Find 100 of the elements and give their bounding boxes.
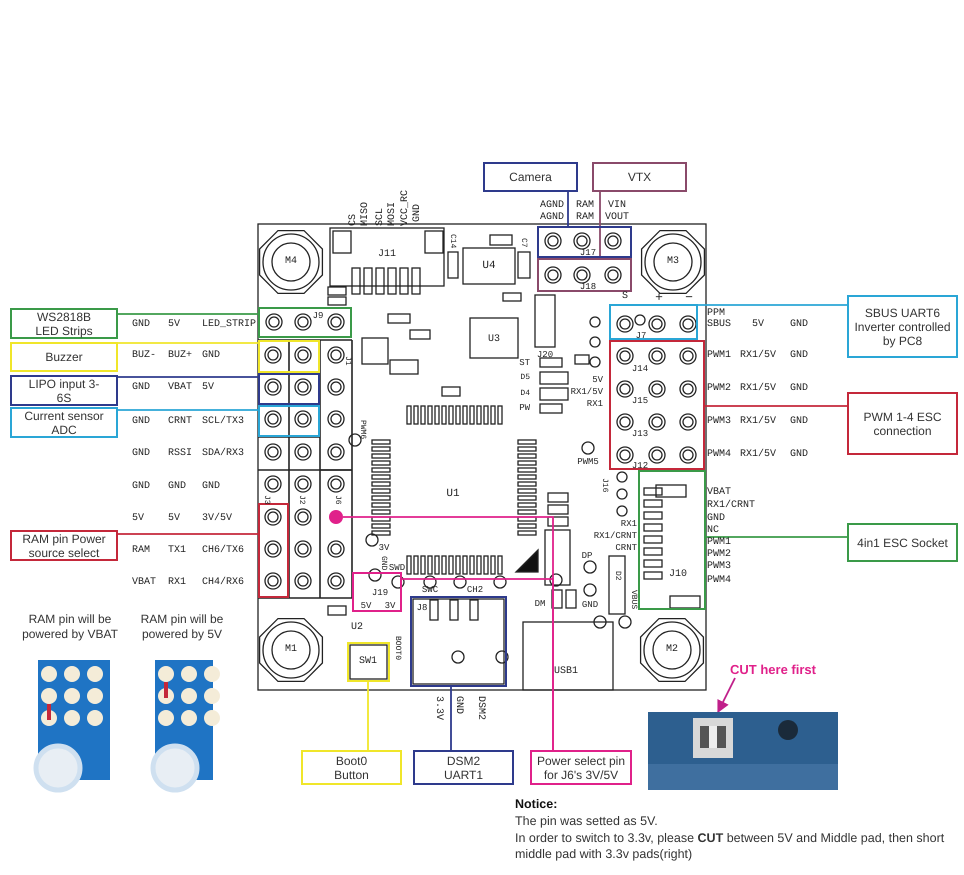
pin-label: SCL/TX3 bbox=[202, 417, 244, 427]
silkscreen-label: U1 bbox=[446, 488, 460, 500]
pin-label: GND bbox=[790, 417, 808, 427]
highlight-outline bbox=[609, 340, 705, 470]
pin-label: PWM2 bbox=[707, 384, 732, 394]
pin-label: RAM bbox=[132, 546, 150, 556]
leader-line bbox=[706, 536, 847, 538]
silkscreen-label: M3 bbox=[667, 257, 679, 267]
silkscreen-label: RX1 bbox=[620, 520, 637, 528]
silkscreen-label: GND bbox=[582, 600, 598, 610]
silkscreen-label: J7 bbox=[636, 332, 646, 340]
silkscreen-label: C14 bbox=[448, 234, 456, 248]
pin-label: CH6/TX6 bbox=[202, 546, 244, 556]
pin-label: GND bbox=[790, 384, 808, 394]
pin-label: RX1/5V bbox=[740, 351, 776, 361]
pin-label: PWM1 bbox=[707, 351, 732, 361]
silkscreen-label: RAM bbox=[576, 213, 594, 223]
pin-label: NC bbox=[707, 526, 720, 536]
pin-label: 5V bbox=[752, 320, 764, 330]
leader-line bbox=[450, 687, 452, 750]
pin-label: 5V bbox=[132, 514, 144, 524]
silkscreen-label: D5 bbox=[520, 374, 530, 382]
silkscreen-label: J13 bbox=[632, 430, 648, 438]
silkscreen-label: J9 bbox=[312, 312, 324, 320]
pin-label: CRNT bbox=[168, 417, 192, 427]
silkscreen-label: VBUS bbox=[629, 590, 637, 610]
silkscreen-label: MISO bbox=[361, 202, 371, 226]
pin-label: PWM3 bbox=[707, 417, 732, 427]
callout-box bbox=[413, 750, 514, 785]
pin-label: BUZ+ bbox=[168, 351, 192, 361]
silkscreen-label: U2 bbox=[351, 623, 363, 633]
highlight-outline bbox=[410, 596, 507, 687]
pin-label: GND bbox=[790, 351, 808, 361]
silkscreen-label: J8 bbox=[416, 604, 428, 612]
leader-line bbox=[118, 409, 258, 411]
silkscreen-label: ST bbox=[519, 358, 530, 368]
silkscreen-label: GND bbox=[453, 696, 463, 714]
callout-text: LIPO input 3-6S bbox=[28, 376, 100, 404]
silkscreen-label: PW bbox=[519, 404, 530, 412]
pin-label: RX1/5V bbox=[740, 450, 776, 460]
pin-label: SBUS bbox=[707, 320, 732, 330]
silkscreen-label: SW1 bbox=[359, 657, 377, 667]
leader-line bbox=[118, 313, 258, 315]
leader-line bbox=[705, 405, 847, 407]
pin-label: GND bbox=[132, 449, 150, 459]
pin-label: GND bbox=[202, 351, 220, 361]
silkscreen-label: AGND bbox=[540, 213, 564, 223]
highlight-outline bbox=[537, 258, 632, 292]
leader-line bbox=[118, 342, 258, 344]
silkscreen-label: S bbox=[622, 292, 628, 302]
silkscreen-label: VCC_RC bbox=[401, 190, 411, 226]
callout-text: Current sensor ADC bbox=[23, 408, 105, 436]
pin-label: GND bbox=[168, 482, 186, 492]
pin-label: 5V bbox=[168, 514, 180, 524]
silkscreen-label: D4 bbox=[520, 390, 530, 398]
silkscreen-label: J15 bbox=[632, 396, 648, 406]
callout-text: DSM2 UART1 bbox=[442, 754, 484, 782]
silkscreen-label: C7 bbox=[519, 238, 527, 248]
silkscreen-label: BOOT0 bbox=[393, 636, 401, 660]
silkscreen-label: RX1/CRNT bbox=[594, 532, 637, 540]
highlight-outline bbox=[258, 340, 320, 373]
highlight-outline bbox=[258, 503, 289, 598]
photo-caption: RAM pin will be powered by VBAT bbox=[21, 612, 119, 642]
pin-label: GND bbox=[790, 320, 808, 330]
pin-label: PWM1 bbox=[707, 538, 732, 548]
callout-text: WS2818B LED Strips bbox=[34, 310, 94, 338]
callout-text: Buzzer bbox=[45, 350, 83, 364]
callout-box bbox=[530, 750, 632, 785]
silkscreen-label: J18 bbox=[580, 282, 596, 292]
silkscreen-label: DM bbox=[534, 600, 546, 608]
silkscreen-label: SWD bbox=[388, 564, 406, 572]
highlight-outline bbox=[609, 304, 698, 340]
silkscreen-label: J11 bbox=[378, 250, 396, 260]
highlight-outline bbox=[638, 470, 706, 610]
pin-label: VBAT bbox=[132, 578, 156, 588]
highlight-outline bbox=[258, 307, 352, 338]
callout-box bbox=[10, 342, 118, 372]
silkscreen-label: M1 bbox=[285, 645, 297, 655]
pin-label: GND bbox=[132, 383, 150, 393]
pin-label: GND bbox=[707, 514, 726, 524]
pin-label: GND bbox=[132, 482, 150, 492]
pin-label: RX1/CRNT bbox=[707, 501, 756, 511]
silkscreen-label: 3.3V bbox=[433, 696, 443, 720]
silkscreen-label: M2 bbox=[666, 645, 678, 655]
silkscreen-label: J19 bbox=[372, 588, 388, 598]
silkscreen-label: J20 bbox=[536, 350, 554, 360]
silkscreen-label: CH2 bbox=[466, 586, 484, 594]
pin-label: VBAT bbox=[707, 488, 732, 498]
callout-text: RAM pin Power source select bbox=[21, 532, 107, 560]
notice-heading: Notice: bbox=[515, 797, 558, 812]
pin-label: PWM3 bbox=[707, 562, 732, 572]
callout-text: Camera bbox=[509, 170, 552, 184]
pin-label: PWM4 bbox=[707, 576, 732, 586]
silkscreen-label: J1 bbox=[343, 356, 351, 366]
callout-text: SBUS UART6 Inverter controlled by PC8 bbox=[853, 306, 952, 348]
pin-label: VBAT bbox=[168, 383, 192, 393]
silkscreen-label: J12 bbox=[632, 462, 648, 470]
pin-label: BUZ- bbox=[132, 351, 156, 361]
silkscreen-label: GND bbox=[379, 556, 387, 570]
pin-label: RX1 bbox=[168, 578, 186, 588]
